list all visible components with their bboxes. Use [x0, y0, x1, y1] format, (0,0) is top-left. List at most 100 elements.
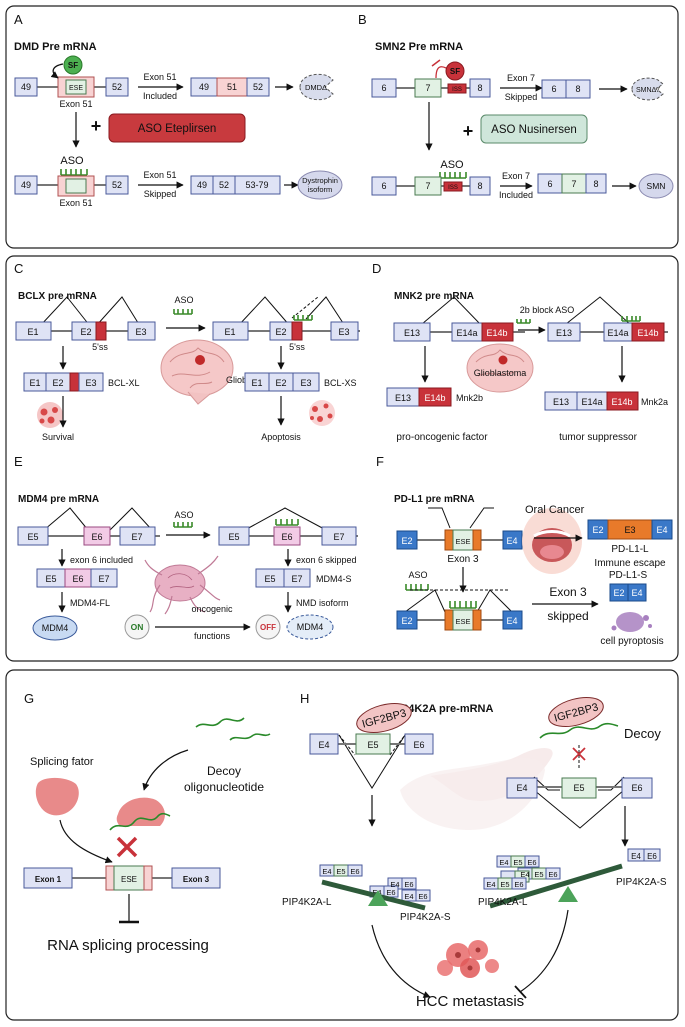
smn-sf-inhibit-bar	[431, 59, 441, 67]
panel-f-letter: F	[376, 454, 384, 469]
bclxs-e2-red	[291, 321, 303, 341]
mnk2-aso-comb	[516, 319, 531, 324]
panel-gh-frame	[5, 669, 679, 1021]
smn-exon8	[469, 78, 491, 98]
oral-cancer-label: Oral Cancer	[525, 504, 585, 516]
panel-c-letter: C	[14, 261, 23, 276]
panel-a-letter: A	[14, 12, 23, 27]
panel-f-title: PD-L1 pre mRNA	[394, 494, 475, 505]
panel-e-title: MDM4 pre mRNA	[18, 494, 99, 505]
panel-e-letter: E	[14, 454, 23, 469]
mdm4s-aso-bound	[275, 519, 299, 526]
pdl1-exon3-skipped-top: Exon 3	[549, 585, 587, 599]
dmd-exon52-label: 52	[112, 82, 122, 92]
bclxs-e1	[212, 321, 249, 341]
g-exon3	[171, 867, 221, 889]
aso-nusinersen-box	[480, 114, 588, 144]
h-right-igf2bp3-ellipse	[548, 697, 604, 727]
smn-aso-exon7	[414, 176, 442, 196]
mdm4-e7-label: E7	[131, 532, 142, 542]
mdm4-e7	[119, 526, 156, 546]
bclxs2-e2-label: E2	[275, 378, 286, 388]
pdl1l-e4	[651, 519, 673, 540]
bclxl-e1-label: E1	[29, 378, 40, 388]
bclx-e1-label: E1	[27, 327, 38, 337]
mnk2b-e14b	[418, 387, 452, 407]
dmd-aso-ese	[65, 178, 87, 194]
bclxs-aso-bound	[293, 315, 313, 321]
h-left-seesaw-pivot	[368, 890, 388, 906]
smn-sf-circle	[445, 61, 465, 81]
mnk2b-label: Mnk2b	[456, 393, 483, 403]
pdl1l-label: PD-L1-L	[611, 544, 649, 555]
pdl1s-aso-bound	[449, 601, 477, 609]
bclxl-e2-label: E2	[52, 378, 63, 388]
dmd-skip-5379-label: 53-79	[245, 180, 268, 190]
mnk2-glioblastoma-brain-icon	[466, 343, 534, 393]
pdl1s2-e2-label: E2	[613, 588, 624, 598]
mnk2a2-e13-label: E13	[553, 397, 569, 407]
g-exon1-label: Exon 1	[35, 875, 62, 884]
smn-full-7-label: 7	[571, 179, 576, 189]
hr-iso2-e6: E6	[548, 870, 557, 879]
smn-skipped-label: Skipped	[505, 92, 538, 102]
functions-label: functions	[194, 631, 231, 641]
dmd-sf-arrow	[50, 63, 64, 79]
oncogenic-label: oncogenic	[191, 604, 233, 614]
g-ese-label: ESE	[121, 875, 137, 884]
bclxl-e3	[78, 372, 104, 392]
h-right-e4-label: E4	[516, 783, 527, 793]
pdl1-skipped-label: skipped	[547, 609, 588, 623]
smn-exon8-label: 8	[477, 83, 482, 93]
bclx-e3	[127, 321, 156, 341]
cell-pyroptosis-label: cell pyroptosis	[600, 636, 663, 647]
pdl1-e4	[502, 530, 523, 550]
survival-cell-icon	[37, 402, 63, 428]
h-right-e5	[561, 777, 597, 799]
pdl1s-e2-label: E2	[401, 616, 412, 626]
pdl1s2-e4	[627, 583, 647, 602]
dmd-ese-label: ESE	[69, 85, 83, 92]
decoy-arrow	[142, 749, 189, 791]
smn-truncated-protein	[631, 77, 664, 101]
g-exon3-label: Exon 3	[183, 875, 210, 884]
h-right-seesaw-pivot	[558, 886, 578, 902]
liver-lobe	[400, 758, 545, 830]
g-exon1	[23, 867, 73, 889]
smn-skip-8-label: 8	[575, 84, 580, 94]
mdm4s2-e7-label: E7	[291, 574, 302, 584]
dmd-truncated-protein	[299, 73, 334, 101]
hr-iso1-e6: E6	[527, 858, 536, 867]
bclxs-e3-label: E3	[338, 327, 349, 337]
oligonucleotide-label: oligonucleotide	[184, 780, 264, 794]
smn-exon6	[371, 78, 397, 98]
bclx-aso-label: ASO	[174, 295, 193, 305]
dmd-sf-label: SF	[68, 61, 78, 70]
pdl1-e2	[396, 530, 418, 550]
smn-full-8	[585, 173, 607, 194]
mdm4fl-e7-label: E7	[98, 574, 109, 584]
pdl1s-e4-label: E4	[506, 616, 517, 626]
bclx-e2-label: E2	[80, 327, 91, 337]
mdm4fl-label: MDM4-FL	[70, 598, 110, 608]
pdl1s-label: PD-L1-S	[609, 570, 648, 581]
bclx-5ss-label: 5'ss	[92, 342, 108, 352]
smn-skip-6-label: 6	[551, 84, 556, 94]
smn-exon7-label: 7	[425, 83, 430, 93]
hr-iso3-e6: E6	[514, 880, 523, 889]
bclxl-red	[69, 372, 80, 392]
mnk2a-label: Mnk2a	[641, 397, 668, 407]
panel-d-letter: D	[372, 261, 381, 276]
pdl1-aso-label: ASO	[408, 570, 427, 580]
mdm4-protein-label: MDM4	[42, 623, 69, 633]
dmd-sf-circle	[63, 55, 83, 75]
mdm4s-e7	[321, 526, 357, 546]
mdm4-aso-comb	[173, 522, 193, 528]
h-right-e6	[621, 777, 653, 799]
smn-exon6-label: 6	[381, 83, 386, 93]
pdl1-e2-label: E2	[401, 536, 412, 546]
h-right-decoy-label: Decoy	[624, 726, 661, 741]
bclx-splice-lines	[39, 296, 141, 327]
mnk2-splice-line	[421, 296, 483, 327]
dmd-ese-box	[65, 79, 87, 95]
